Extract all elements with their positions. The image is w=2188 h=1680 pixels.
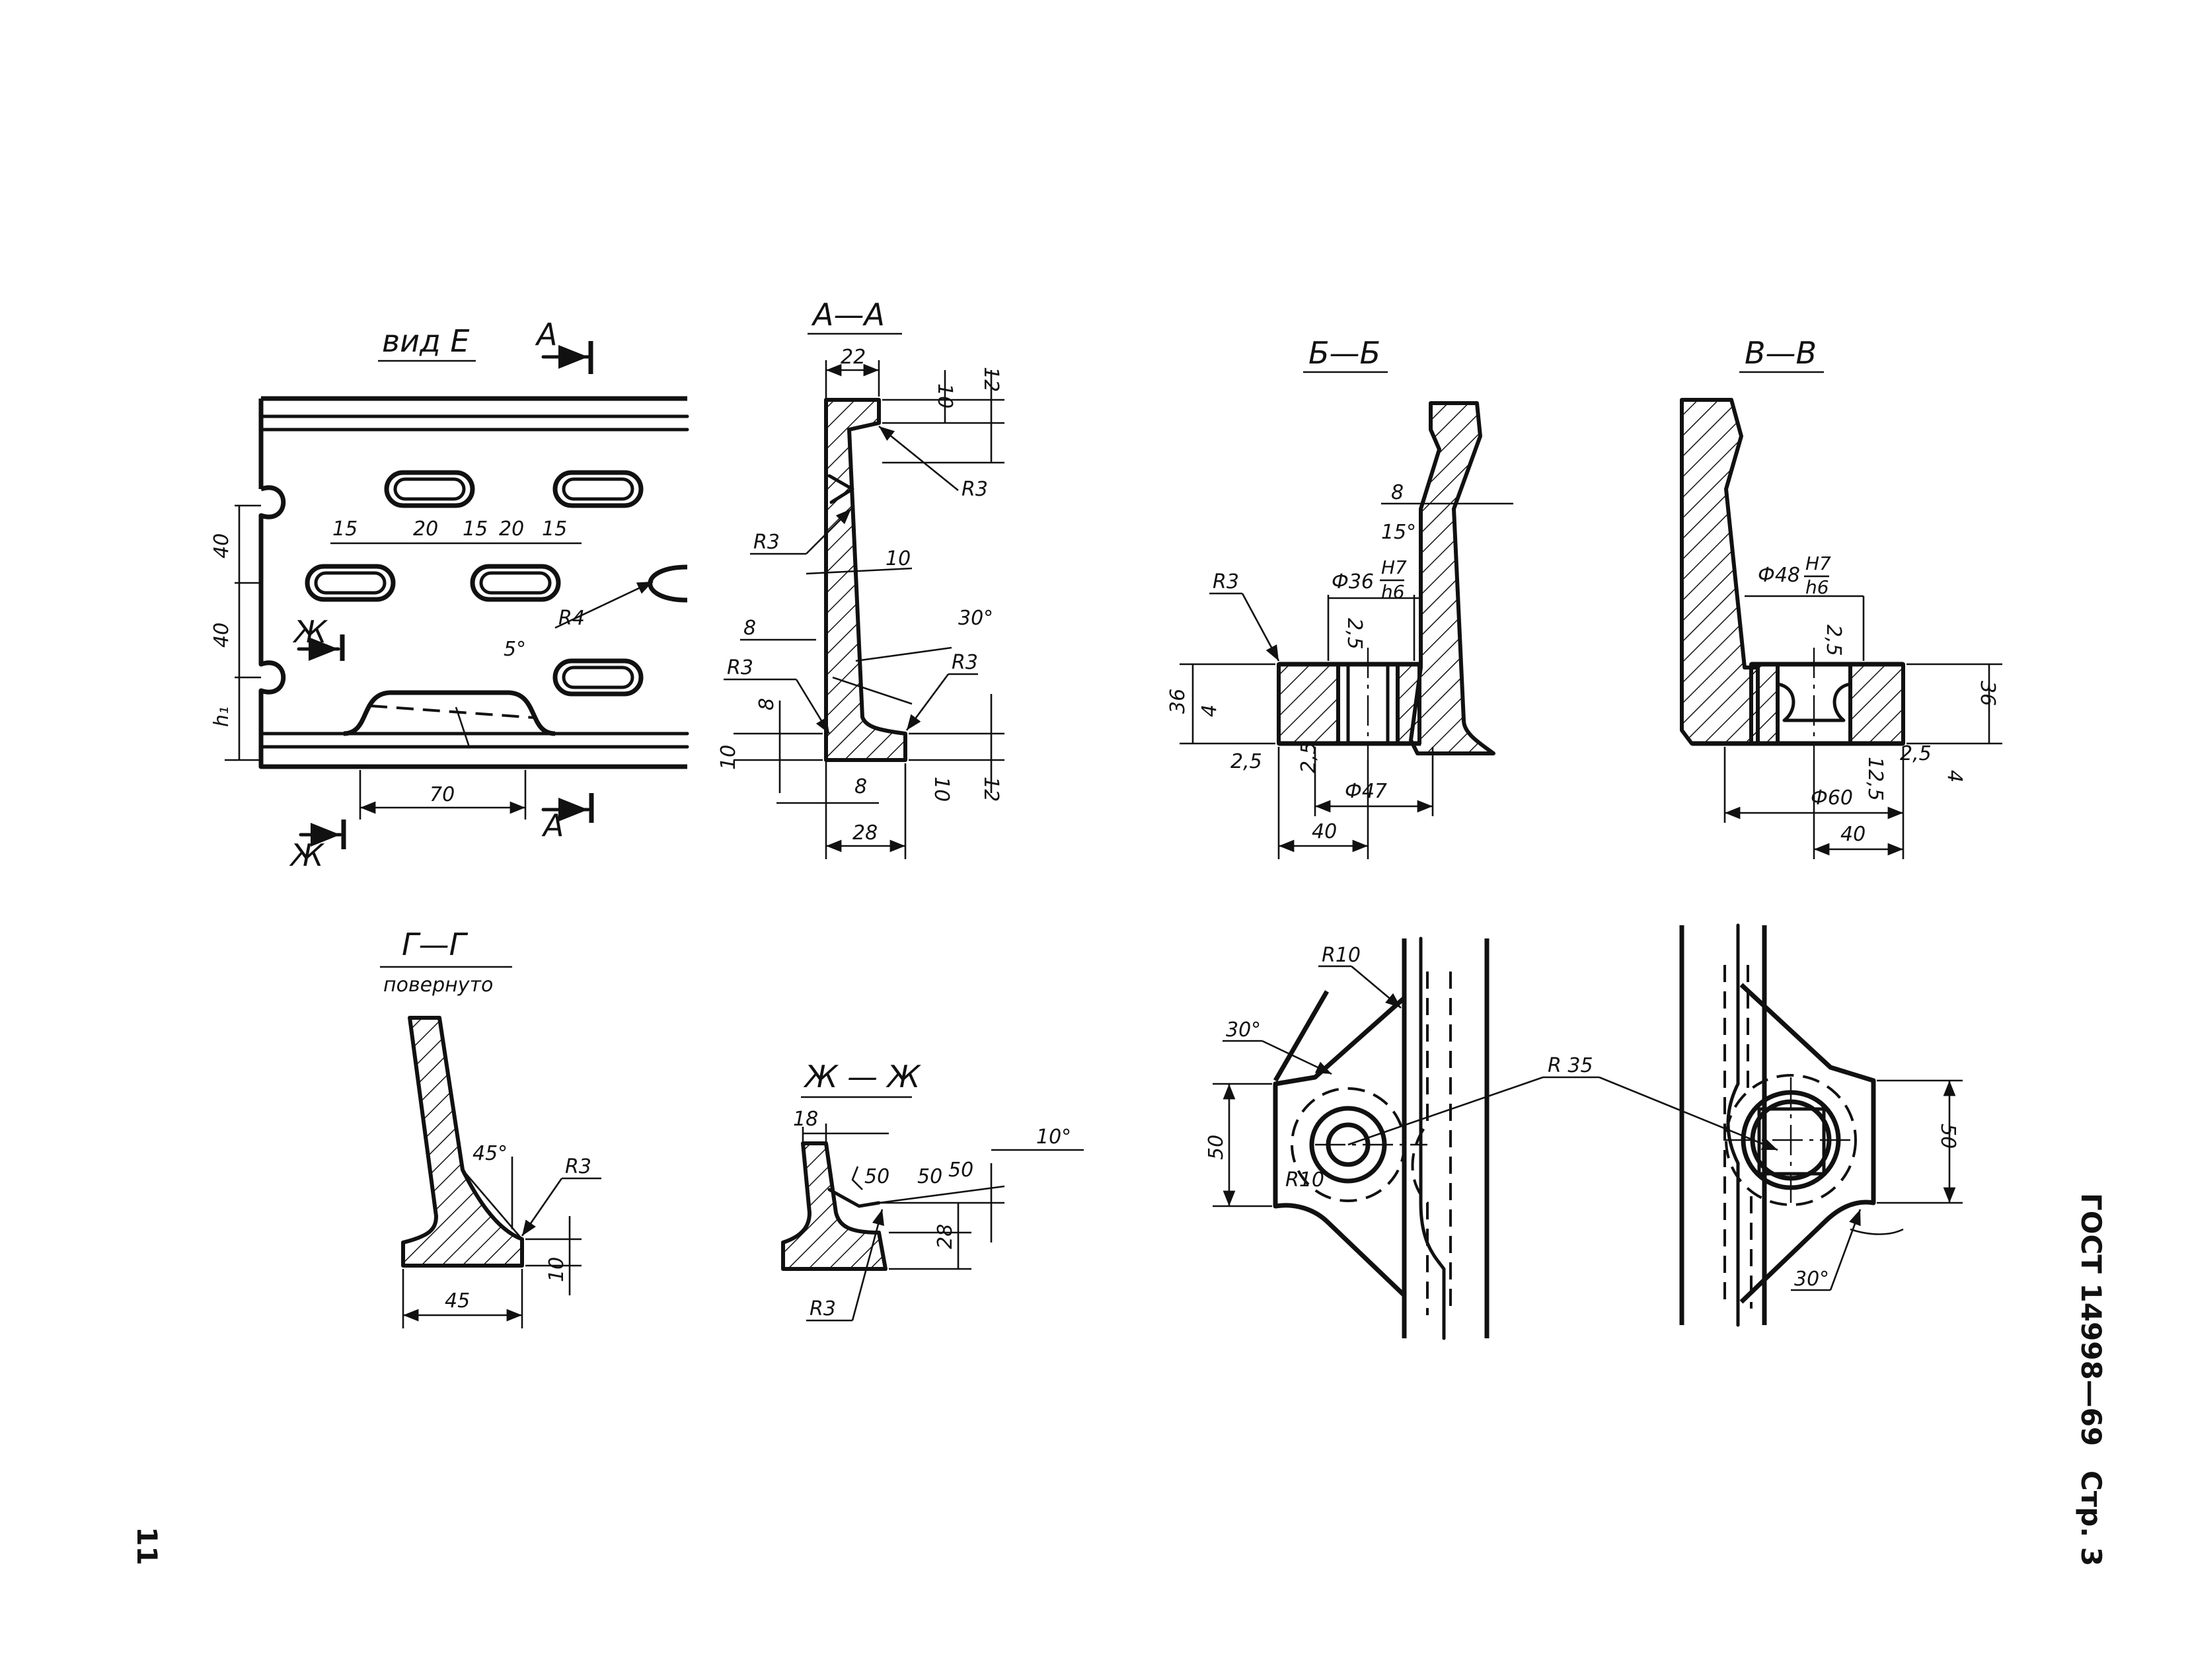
bb-dim-fit-hole: H7 bbox=[1381, 556, 1407, 578]
section-bb: Б—Б 8 15° R3 Ф36 H7 h6 2,5 36 4 2,5 2,5 … bbox=[1166, 335, 1513, 859]
bb-dim-8: 8 bbox=[1391, 481, 1404, 504]
section-bb-title: Б—Б bbox=[1308, 335, 1380, 371]
bb-dim-chamfer-side: 2,5 bbox=[1230, 750, 1262, 773]
bb-dim-chamfer-bottom: 2,5 bbox=[1297, 742, 1320, 773]
aa-dim-22: 22 bbox=[841, 346, 866, 369]
section-vv-title: В—В bbox=[1745, 335, 1817, 371]
view-e-cut-zh-bottom: Ж bbox=[289, 837, 325, 873]
section-zhzh-title: Ж — Ж bbox=[803, 1059, 922, 1094]
aa-dim-28: 28 bbox=[852, 821, 878, 845]
aa-dim-8-inner: 8 bbox=[854, 775, 867, 798]
section-aa: А—А 22 10 12 R3 R3 10 8 30° R3 R3 8 bbox=[717, 297, 1004, 859]
vv-dim-36: 36 bbox=[1976, 681, 1999, 706]
vv-dim-bore: Ф48 bbox=[1758, 564, 1800, 587]
zhzh-rough-c: 50 bbox=[948, 1159, 973, 1182]
view-e-cut-a-top: А bbox=[535, 317, 557, 352]
view-e-dim-20a: 20 bbox=[413, 517, 438, 541]
bb-dim-chamfer-top: 2,5 bbox=[1343, 618, 1366, 650]
view-e-cut-zh-mid: Ж bbox=[292, 614, 328, 650]
bb-dim-fit-shaft: h6 bbox=[1381, 581, 1405, 603]
plan-view-left: R10 30° 50 R10 R 35 bbox=[1205, 936, 1778, 1340]
slot-row-low bbox=[552, 658, 644, 697]
vv-dim-outer: Ф60 bbox=[1811, 786, 1853, 810]
aa-dim-12-top: 12 bbox=[979, 367, 1002, 392]
aa-dim-r3-low-left: R3 bbox=[727, 656, 753, 679]
bb-dim-40: 40 bbox=[1312, 820, 1337, 843]
view-e-dim-15b: 15 bbox=[463, 517, 488, 541]
view-e-dim-r4: R4 bbox=[558, 607, 585, 630]
vv-dim-4: 4 bbox=[1943, 770, 1966, 783]
section-aa-title: А—А bbox=[811, 297, 885, 332]
vv-dim-40: 40 bbox=[1840, 823, 1866, 846]
vv-dim-chamfer-side: 2,5 bbox=[1900, 742, 1932, 765]
sheet-label: Стр. 3 bbox=[2075, 1470, 2107, 1566]
bb-dim-outer: Ф47 bbox=[1345, 780, 1387, 803]
plan-left-50: 50 bbox=[1205, 1135, 1228, 1160]
gg-dim-r3: R3 bbox=[565, 1155, 591, 1178]
section-zhzh: Ж — Ж 18 50 50 50 10° 28 R3 bbox=[781, 1059, 1084, 1322]
aa-dim-8-offset: 8 bbox=[743, 617, 756, 640]
view-e-dim-15a: 15 bbox=[332, 517, 358, 541]
slot-row-mid bbox=[305, 564, 688, 603]
zhzh-rough-a: 50 bbox=[864, 1165, 889, 1188]
aa-dim-10-top: 10 bbox=[933, 383, 956, 408]
bb-dim-15deg: 15° bbox=[1381, 521, 1416, 544]
section-vv: В—В Ф48 H7 h6 2,5 36 2,5 4 Ф60 12,5 40 bbox=[1680, 335, 2002, 859]
plan-left-30deg: 30° bbox=[1226, 1018, 1261, 1042]
view-e-dim-5deg: 5° bbox=[504, 638, 526, 661]
bb-dim-4: 4 bbox=[1198, 705, 1221, 717]
standard-number: ГОСТ 14998—69 bbox=[2075, 1193, 2107, 1446]
aa-dim-8-step: 8 bbox=[755, 698, 778, 710]
plan-view-right: 50 30° bbox=[1679, 923, 1963, 1327]
vv-dim-fit-shaft: h6 bbox=[1805, 576, 1829, 598]
gg-dim-10: 10 bbox=[545, 1257, 568, 1282]
zhzh-dim-10deg: 10° bbox=[1036, 1126, 1071, 1149]
bb-dim-36: 36 bbox=[1166, 689, 1189, 714]
aa-dim-r3-top: R3 bbox=[962, 478, 988, 501]
zhzh-dim-18: 18 bbox=[793, 1108, 818, 1131]
view-e-dim-40b: 40 bbox=[210, 623, 233, 648]
bb-dim-r3: R3 bbox=[1213, 570, 1239, 593]
aa-dim-10-right: 10 bbox=[930, 777, 953, 802]
view-e-title: вид Е bbox=[382, 323, 470, 359]
plan-r35: R 35 bbox=[1548, 1054, 1593, 1077]
plan-left-r10-top: R10 bbox=[1322, 944, 1361, 967]
view-e-dim-40a: 40 bbox=[210, 533, 233, 558]
zhzh-dim-r3: R3 bbox=[810, 1297, 836, 1320]
vv-dim-12-5: 12,5 bbox=[1864, 757, 1887, 801]
view-e-dim-h1: h₁ bbox=[210, 706, 233, 727]
page-number: 11 bbox=[131, 1527, 163, 1565]
zhzh-rough-b: 50 bbox=[917, 1165, 942, 1188]
aa-dim-12-right: 12 bbox=[979, 777, 1002, 802]
aa-dim-10-left: 10 bbox=[717, 745, 740, 770]
view-e-dim-20b: 20 bbox=[499, 517, 524, 541]
section-gg: Г—Г повернуто 45° R3 10 45 bbox=[380, 927, 601, 1328]
aa-dim-10-thk: 10 bbox=[886, 547, 911, 570]
view-e-dim-70: 70 bbox=[430, 783, 455, 806]
section-gg-subtitle: повернуто bbox=[383, 974, 493, 997]
plan-right-30deg: 30° bbox=[1794, 1268, 1829, 1291]
plan-left-r10-low: R10 bbox=[1285, 1168, 1324, 1192]
plan-right-50: 50 bbox=[1936, 1124, 1959, 1149]
gg-dim-45deg: 45° bbox=[472, 1142, 508, 1165]
aa-dim-30deg: 30° bbox=[958, 607, 993, 630]
vv-dim-chamfer-top: 2,5 bbox=[1822, 625, 1845, 656]
aa-dim-r3-mid: R3 bbox=[753, 531, 780, 554]
bb-dim-bore: Ф36 bbox=[1332, 570, 1374, 593]
section-gg-title: Г—Г bbox=[402, 927, 469, 962]
view-e-dim-15c: 15 bbox=[542, 517, 567, 541]
view-e: вид Е А 40 40 bbox=[210, 317, 689, 873]
gg-dim-45: 45 bbox=[445, 1289, 470, 1313]
slot-row-top bbox=[384, 470, 644, 508]
aa-dim-r3-low-right: R3 bbox=[952, 651, 978, 674]
view-e-cut-a-bottom: А bbox=[541, 808, 564, 843]
vv-dim-fit-hole: H7 bbox=[1805, 553, 1831, 574]
zhzh-dim-28: 28 bbox=[934, 1224, 957, 1249]
